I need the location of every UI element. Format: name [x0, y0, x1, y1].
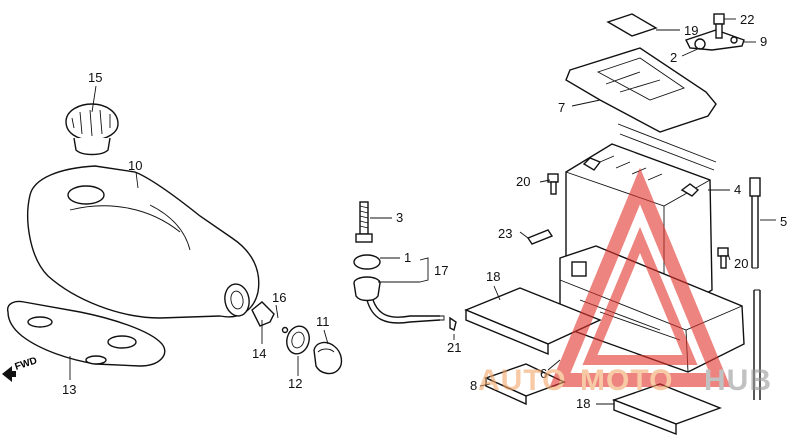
rubber-pad: [7, 300, 166, 367]
label-4: 4: [734, 182, 741, 197]
label-19: 19: [684, 23, 698, 38]
fwd-label: FWD: [14, 355, 39, 373]
watermark-text-auto: AUTO: [478, 364, 566, 397]
label-15: 15: [88, 70, 102, 85]
bolt-23: [526, 229, 554, 245]
label-9: 9: [760, 34, 767, 49]
label-5: 5: [780, 214, 787, 229]
watermark: AUTO MOTO HUB: [478, 167, 772, 397]
fuel-cock-parts: [251, 301, 343, 375]
label-1: 1: [404, 250, 411, 265]
label-13: 13: [62, 382, 76, 397]
label-6: 6: [540, 366, 547, 381]
label-14: 14: [252, 346, 266, 361]
rubber-pads: [464, 287, 722, 436]
forward-arrow: FWD: [2, 355, 39, 382]
label-8: 8: [470, 378, 477, 393]
label-3: 3: [396, 210, 403, 225]
leader-lines: [69, 18, 776, 405]
battery-bolts: [547, 173, 729, 269]
label-20-bottom: 20: [734, 256, 748, 271]
label-18-bottom: 18: [576, 396, 590, 411]
battery-cover: [565, 13, 745, 133]
watermark-text-moto: MOTO: [580, 364, 673, 397]
label-20-top: 20: [516, 174, 530, 189]
watermark-triangle-icon: [549, 167, 731, 387]
fuel-tank: [27, 165, 260, 319]
label-21: 21: [447, 340, 461, 355]
label-2: 2: [670, 50, 677, 65]
watermark-text-hub: HUB: [704, 364, 772, 397]
label-16: 16: [272, 290, 286, 305]
label-17: 17: [434, 263, 448, 278]
label-10: 10: [128, 158, 142, 173]
label-7: 7: [558, 100, 565, 115]
part-labels: 15 10 16 11 14 12 13 3 1 17 21 18 23 20 …: [62, 12, 787, 411]
label-11: 11: [316, 314, 330, 329]
label-18-top: 18: [486, 269, 500, 284]
label-23: 23: [498, 226, 512, 241]
vent-tube: [749, 177, 761, 400]
label-12: 12: [288, 376, 302, 391]
label-22: 22: [740, 12, 754, 27]
fuel-cap: [65, 103, 119, 156]
breather-assembly: [353, 201, 457, 332]
